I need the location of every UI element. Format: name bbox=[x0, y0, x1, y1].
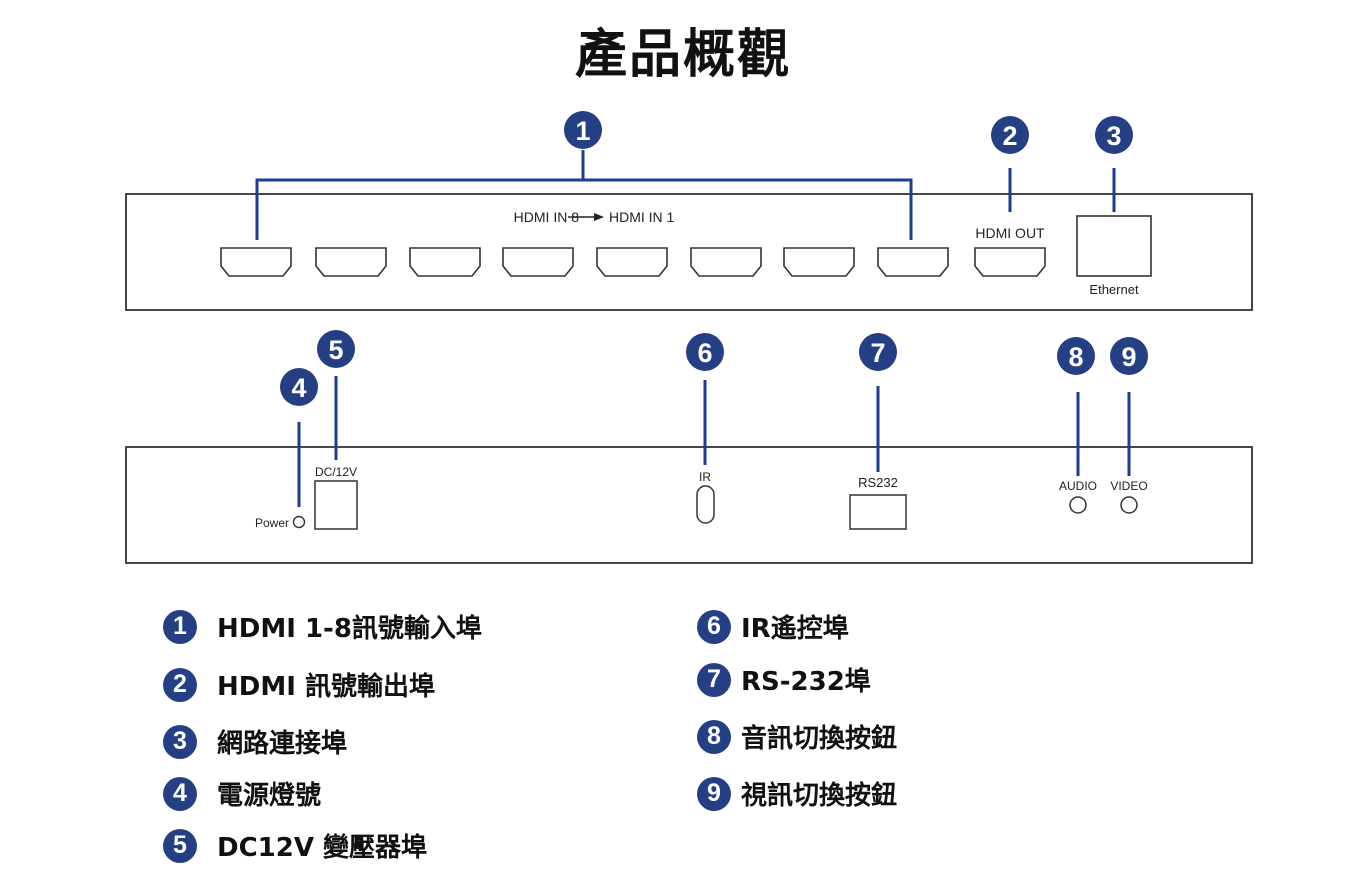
dc-jack bbox=[314, 480, 358, 530]
legend-badge-2: 2 bbox=[163, 667, 197, 702]
ir-port bbox=[696, 485, 715, 524]
power-label: Power bbox=[255, 516, 289, 530]
legend-badge-7: 7 bbox=[697, 662, 731, 697]
legend-text-9: 視訊切換按鈕 bbox=[741, 781, 898, 811]
callout-2: 2 bbox=[991, 116, 1029, 154]
rs232-port bbox=[849, 494, 907, 530]
arrow-head bbox=[594, 213, 604, 221]
page-title: 產品概觀 bbox=[574, 25, 791, 85]
legend-text-5: DC12V 變壓器埠 bbox=[217, 833, 428, 863]
legend-badge-5: 5 bbox=[163, 828, 197, 863]
ir-label: IR bbox=[699, 470, 711, 484]
callout-9: 9 bbox=[1110, 337, 1148, 375]
video-button bbox=[1120, 496, 1138, 514]
legend-badge-1: 1 bbox=[163, 609, 197, 644]
ethernet-port bbox=[1076, 215, 1152, 277]
legend-text-2: HDMI 訊號輸出埠 bbox=[217, 672, 435, 702]
svg-text:1: 1 bbox=[575, 116, 590, 146]
svg-text:8: 8 bbox=[1068, 342, 1083, 372]
legend-item-3: 3 網路連接埠 bbox=[163, 723, 347, 760]
audio-label: AUDIO bbox=[1059, 479, 1097, 493]
hdmi-in-range-label: HDMI IN 8 bbox=[514, 209, 580, 225]
audio-button bbox=[1069, 496, 1087, 514]
legend-badge-3: 3 bbox=[163, 724, 197, 759]
hdmi-in-port-2 bbox=[783, 247, 855, 277]
callout-4: 4 bbox=[280, 368, 318, 406]
svg-text:5: 5 bbox=[328, 335, 343, 365]
callout-5: 5 bbox=[317, 330, 355, 368]
legend-badge-9: 9 bbox=[697, 776, 731, 811]
legend-item-4: 4 電源燈號 bbox=[163, 775, 321, 812]
legend-item-1: 1 HDMI 1-8訊號輸入埠 bbox=[163, 608, 482, 645]
callout-8: 8 bbox=[1057, 337, 1095, 375]
callouts: 1 2 3 4 5 6 7 8 9 bbox=[280, 111, 1148, 406]
video-label: VIDEO bbox=[1110, 479, 1147, 493]
legend-badge-4: 4 bbox=[163, 776, 197, 811]
legend-text-8: 音訊切換按鈕 bbox=[741, 724, 898, 754]
dc-label: DC/12V bbox=[315, 465, 357, 479]
hdmi-in-port-5 bbox=[502, 247, 574, 277]
legend-text-1: HDMI 1-8訊號輸入埠 bbox=[217, 614, 482, 644]
front-panel: HDMI IN 8 HDMI IN 1 HDMI OUT Ethernet bbox=[125, 193, 1253, 311]
legend-text-3: 網路連接埠 bbox=[217, 729, 348, 759]
power-led bbox=[292, 515, 306, 529]
hdmi-in-port-3 bbox=[690, 247, 762, 277]
svg-text:7: 7 bbox=[870, 338, 885, 368]
rear-panel: Power DC/12V IR RS232 AUDIO VIDEO bbox=[125, 446, 1253, 564]
hdmi-in-port-6 bbox=[409, 247, 481, 277]
hdmi-out-port bbox=[974, 247, 1046, 277]
svg-text:4: 4 bbox=[291, 373, 306, 403]
hdmi-out-label: HDMI OUT bbox=[975, 225, 1045, 241]
hdmi-in-port-4 bbox=[596, 247, 668, 277]
svg-text:9: 9 bbox=[1121, 342, 1136, 372]
ethernet-label: Ethernet bbox=[1089, 282, 1139, 297]
svg-text:2: 2 bbox=[1002, 121, 1017, 151]
hdmi-in-range-end-label: HDMI IN 1 bbox=[609, 209, 675, 225]
legend-badge-6: 6 bbox=[697, 609, 731, 644]
legend-text-7: RS-232埠 bbox=[741, 667, 871, 697]
leader-lines bbox=[255, 150, 1131, 507]
legend-item-2: 2 HDMI 訊號輸出埠 bbox=[163, 666, 435, 703]
legend-item-7: 7 RS-232埠 bbox=[697, 661, 871, 698]
legend-item-5: 5 DC12V 變壓器埠 bbox=[163, 827, 427, 864]
legend-text-4: 電源燈號 bbox=[217, 781, 322, 811]
callout-3: 3 bbox=[1095, 116, 1133, 154]
callout-1: 1 bbox=[564, 111, 602, 149]
callout-7: 7 bbox=[859, 333, 897, 371]
legend-item-8: 8 音訊切換按鈕 bbox=[697, 718, 897, 755]
legend-badge-8: 8 bbox=[697, 719, 731, 754]
rs232-label: RS232 bbox=[858, 475, 898, 490]
hdmi-in-port-7 bbox=[315, 247, 387, 277]
svg-text:6: 6 bbox=[697, 338, 712, 368]
svg-text:3: 3 bbox=[1106, 121, 1121, 151]
product-diagram: HDMI IN 8 HDMI IN 1 HDMI OUT Ethernet Po… bbox=[125, 111, 1253, 564]
legend-item-6: 6 IR遙控埠 bbox=[697, 608, 849, 645]
callout-6: 6 bbox=[686, 333, 724, 371]
hdmi-in-port-8 bbox=[220, 247, 292, 277]
legend-item-9: 9 視訊切換按鈕 bbox=[697, 775, 897, 812]
legend-text-6: IR遙控埠 bbox=[741, 614, 849, 644]
hdmi-in-port-1 bbox=[877, 247, 949, 277]
